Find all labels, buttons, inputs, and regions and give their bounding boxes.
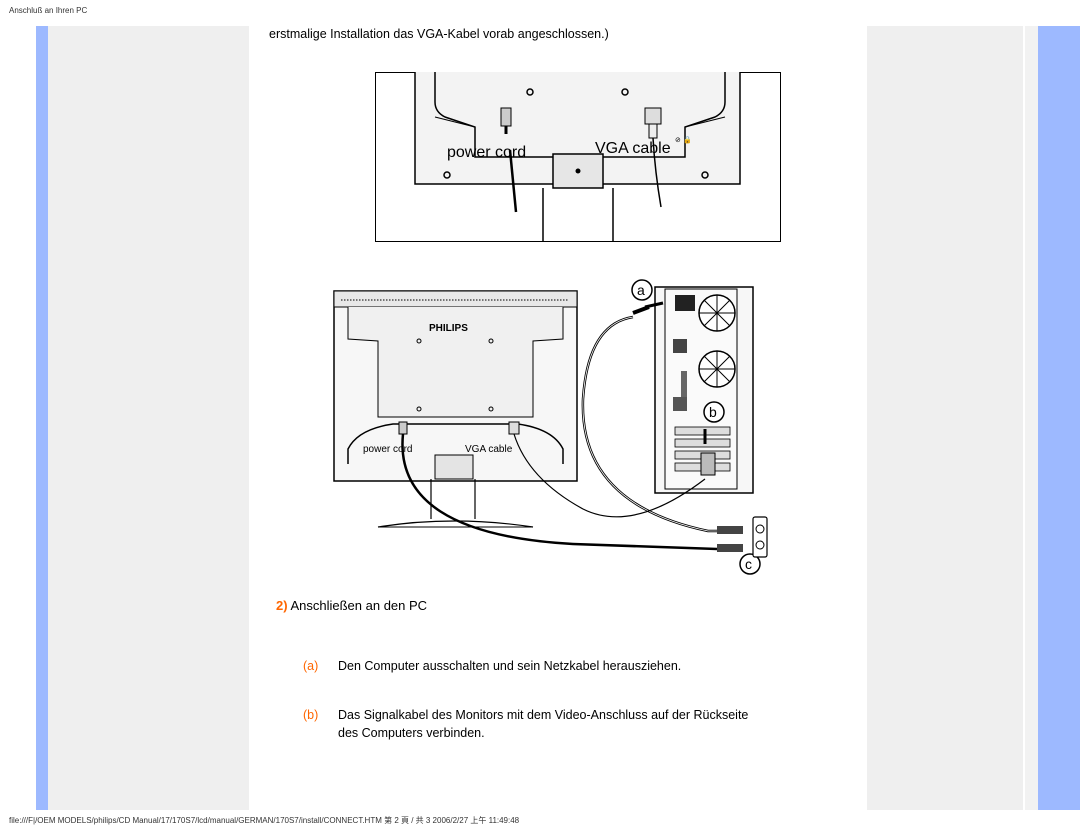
monitor-to-pc-connection-figure: PHILIPS power cord VGA cable a b c bbox=[333, 279, 768, 575]
item-b-letter: (b) bbox=[303, 708, 319, 722]
vga-cable-label: VGA cable bbox=[595, 140, 671, 157]
page-footer-path: file:///F|/OEM MODELS/philips/CD Manual/… bbox=[9, 816, 520, 825]
item-b-text-line2: des Computers verbinden. bbox=[338, 726, 485, 740]
right-accent-bar bbox=[1038, 26, 1080, 810]
callout-b: b bbox=[709, 404, 717, 420]
step-2-title: 2) Anschließen an den PC bbox=[276, 598, 427, 613]
callout-a: a bbox=[637, 282, 645, 298]
callout-c: c bbox=[745, 556, 752, 572]
item-a-letter: (a) bbox=[303, 659, 319, 673]
left-sidebar bbox=[48, 26, 249, 810]
vga-cable-label-2: VGA cable bbox=[465, 444, 513, 455]
svg-text:⊘ 🔒: ⊘ 🔒 bbox=[675, 136, 692, 144]
item-b-text-line1: Das Signalkabel des Monitors mit dem Vid… bbox=[338, 708, 749, 722]
step-number: 2) bbox=[276, 598, 288, 613]
philips-logo: PHILIPS bbox=[429, 323, 468, 334]
power-cord-label: power cord bbox=[447, 144, 526, 161]
monitor-back-closeup-figure: ⊘ 🔒 power cord VGA cable bbox=[375, 72, 781, 242]
page-header-title: Anschluß an Ihren PC bbox=[9, 6, 88, 15]
right-sidebar-strip bbox=[1025, 26, 1038, 810]
power-cord-label-2: power cord bbox=[363, 444, 412, 455]
right-sidebar bbox=[867, 26, 1023, 810]
right-divider bbox=[1023, 26, 1025, 810]
item-a-text: Den Computer ausschalten und sein Netzka… bbox=[338, 659, 682, 673]
item-b-text: Das Signalkabel des Monitors mit dem Vid… bbox=[338, 706, 748, 742]
intro-text: erstmalige Installation das VGA-Kabel vo… bbox=[269, 27, 609, 41]
left-accent-bar bbox=[36, 26, 48, 810]
step-title-text: Anschließen an den PC bbox=[290, 598, 428, 613]
